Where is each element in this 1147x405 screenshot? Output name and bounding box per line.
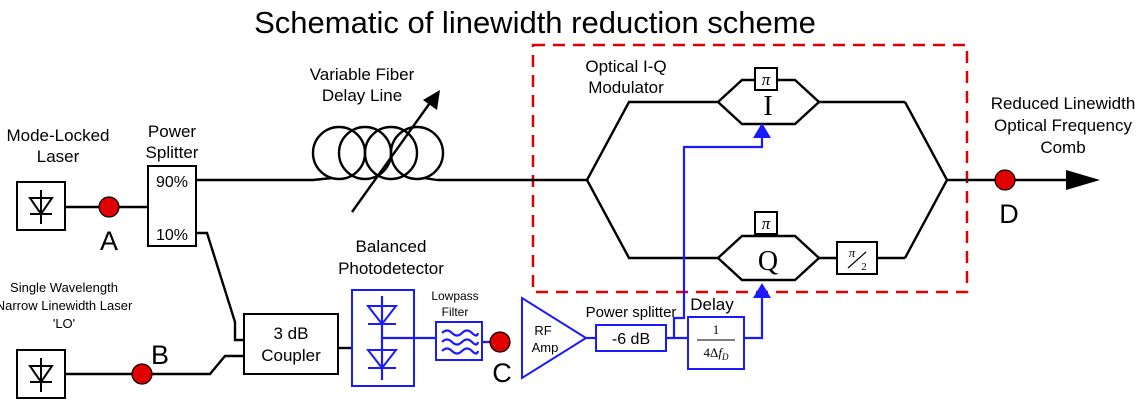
q-arm-pi-symbol: π <box>762 214 771 233</box>
i-arm-pi-symbol: π <box>762 70 771 89</box>
pi-half-numerator: π <box>849 245 856 260</box>
point-a-marker <box>98 196 120 218</box>
coupler-label-2: Coupler <box>261 346 321 365</box>
diode-icon <box>28 358 54 392</box>
balanced-photodetector <box>351 289 415 387</box>
filter-wave-icon <box>441 329 480 355</box>
mode-locked-laser <box>16 181 82 231</box>
point-a-label: A <box>100 226 118 256</box>
split-90-label: 90% <box>156 174 188 191</box>
delay-numerator: 1 <box>713 322 720 337</box>
power-splitter-electrical-value: -6 dB <box>612 331 650 348</box>
iq-modulator-label-1: Optical I-Q <box>585 57 666 76</box>
diagram-title: Schematic of linewidth reduction scheme <box>254 5 816 40</box>
split-10-label: 10% <box>156 227 188 244</box>
q-arm-pi-phase-box <box>754 211 778 235</box>
rf-amp-label-2: Amp <box>532 340 559 355</box>
diode-icon <box>28 190 54 224</box>
output-label-1: Reduced Linewidth <box>991 94 1136 113</box>
bpd-label-1: Balanced <box>356 237 427 256</box>
delay-label: Delay <box>690 295 734 314</box>
output-label-2: Optical Frequency <box>994 116 1132 135</box>
rf-amp-label-1: RF <box>534 323 551 338</box>
point-c-marker <box>489 331 511 353</box>
delay-line-label-2: Delay Line <box>322 86 402 105</box>
rf-amp-triangle <box>521 296 588 380</box>
delay-denominator: 4ΔfD <box>704 345 730 362</box>
power-splitter-electrical-box <box>595 324 667 352</box>
photodiode-icon <box>365 305 399 370</box>
i-drive-arrow-icon <box>753 123 771 138</box>
coupler-label-1: 3 dB <box>274 324 309 343</box>
delay-box <box>687 316 745 370</box>
power-splitter-box <box>147 165 197 247</box>
mode-locked-laser-label-1: Mode-Locked <box>6 126 109 145</box>
point-d-marker <box>994 169 1016 191</box>
optical-paths <box>82 78 1100 376</box>
iq-modulator-label-2: Modulator <box>588 78 664 97</box>
power-splitter-label-1: Power <box>148 122 197 141</box>
lo-label-3: 'LO' <box>53 316 75 331</box>
lo-label-1: Single Wavelength <box>10 280 118 295</box>
output-label-3: Comb <box>1040 138 1085 157</box>
lpf-label-2: Filter <box>442 305 469 319</box>
delay-denominator-prefix: 4Δ <box>704 345 719 360</box>
point-d-label: D <box>999 199 1019 229</box>
q-drive-arrow-icon <box>753 283 771 298</box>
pi-half-phase-box <box>836 241 878 275</box>
power-splitter-electrical-label: Power splitter <box>586 304 677 321</box>
i-arm-pi-phase-box <box>754 67 778 91</box>
lo-label-2: Narrow Linewidth Laser <box>0 298 133 313</box>
output-arrow-icon <box>1066 170 1100 190</box>
point-b-label: B <box>151 340 169 370</box>
q-arm-label: Q <box>758 246 778 277</box>
delay-denominator-f: f <box>718 345 724 360</box>
mode-locked-laser-label-2: Laser <box>37 147 80 166</box>
fiber-spool-icon <box>311 90 445 213</box>
point-b-marker <box>131 363 153 385</box>
lpf-label-1: Lowpass <box>431 289 478 303</box>
pi-half-denominator: 2 <box>861 261 867 273</box>
coupler-box <box>243 313 339 375</box>
delay-line-label-1: Variable Fiber <box>310 65 415 84</box>
delay-denominator-subscript: D <box>721 352 729 362</box>
i-arm-label: I <box>763 91 772 122</box>
point-c-label: C <box>492 358 512 388</box>
power-splitter-label-2: Splitter <box>146 143 199 162</box>
lo-laser <box>16 349 83 399</box>
bpd-label-2: Photodetector <box>338 259 444 278</box>
